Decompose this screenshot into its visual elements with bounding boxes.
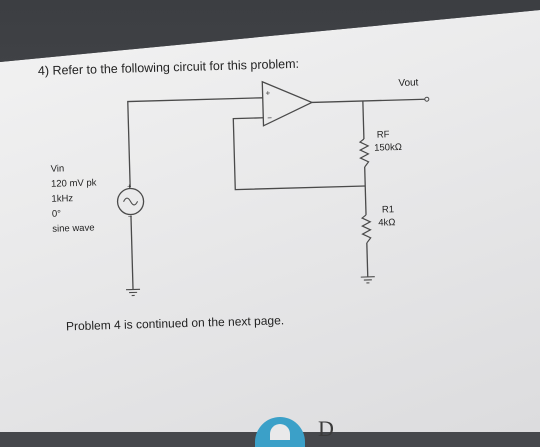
- wire-rf-bottom: [365, 167, 366, 186]
- resistor-rf: [360, 139, 369, 167]
- opamp-plus-sign: +: [265, 89, 270, 98]
- wire-output: [312, 99, 425, 102]
- resistor-r1: [362, 215, 371, 243]
- source-plus-sign: +: [127, 183, 131, 190]
- wire-feedback: [233, 115, 365, 190]
- document-content: 4) Refer to the following circuit for th…: [0, 0, 540, 433]
- sine-icon: [123, 198, 137, 205]
- source-minus-sign: −: [128, 213, 132, 220]
- wire-rf-top: [363, 101, 364, 139]
- ground-source-icon: [126, 289, 140, 295]
- opamp-minus-sign: −: [267, 114, 272, 123]
- wire-source-ground: [131, 216, 133, 290]
- wire-r1-bottom: [367, 243, 368, 277]
- wire-input: [128, 98, 265, 188]
- vout-terminal: [425, 97, 429, 101]
- wire-r1-top: [365, 186, 366, 215]
- circuit-diagram: + − + −: [0, 0, 540, 433]
- brand-logo-inner: [270, 424, 290, 440]
- brand-text: D: [318, 416, 335, 442]
- ground-r1-icon: [361, 277, 375, 283]
